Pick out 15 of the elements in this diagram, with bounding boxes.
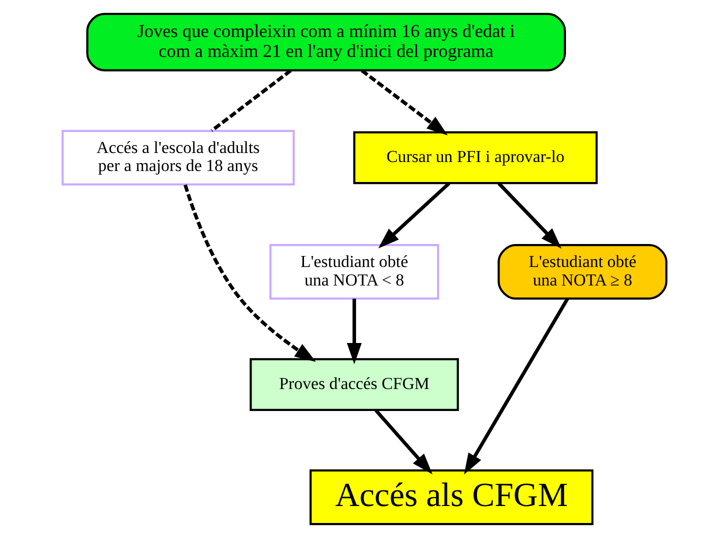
node-box: Cursar un PFI i aprovar-lo	[352, 131, 598, 184]
arrow	[374, 409, 432, 474]
arrow	[496, 182, 562, 249]
arrow	[378, 182, 450, 248]
node-box: Accés als CFGM	[309, 469, 593, 526]
arrow	[346, 298, 362, 364]
node-box: Proves d'accés CFGM	[249, 358, 458, 411]
node-box: L'estudiant obté una NOTA < 8	[268, 244, 439, 300]
node-box: Joves que compleixin com a mínim 16 anys d'edat i com a màxim 21 en l'any d'inici del programa	[86, 12, 566, 72]
connector	[210, 69, 292, 132]
arrow	[360, 69, 448, 136]
arrow	[183, 184, 316, 362]
node-box: L'estudiant obté una NOTA ≥ 8	[497, 244, 667, 300]
arrow	[464, 298, 569, 474]
node-box: Accés a l'escola d'adults per a majors de 18 anys	[61, 130, 294, 186]
